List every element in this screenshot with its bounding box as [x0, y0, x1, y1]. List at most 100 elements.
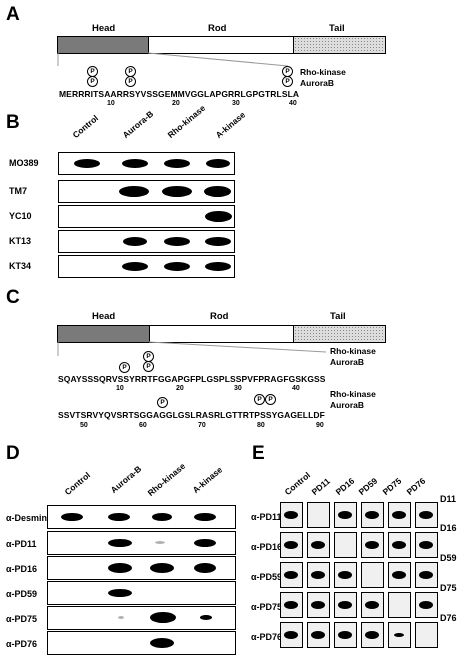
- panel-b-row-label: TM7: [9, 186, 27, 196]
- blot-band: [284, 511, 298, 519]
- blot-strip: [47, 556, 236, 580]
- residue-number: 30: [232, 100, 240, 107]
- panel-b-letter: B: [6, 112, 20, 133]
- panel-a-kinase-label: Rho-kinase: [300, 67, 346, 77]
- panel-d-column-label: Aurora-B: [108, 463, 144, 495]
- blot-strip: [58, 205, 235, 228]
- blot-band: [123, 237, 147, 246]
- phospho-marker: P: [282, 76, 293, 87]
- panel-e-column-label: PD75: [380, 475, 404, 497]
- panel-a-tail-domain: [293, 36, 386, 54]
- panel-e-row-label: α-PD59: [251, 572, 283, 582]
- panel-b-row-label: MO389: [9, 158, 39, 168]
- blot-band: [108, 539, 132, 547]
- blot-cell: [334, 592, 357, 618]
- blot-band: [118, 616, 124, 619]
- blot-band: [205, 237, 231, 246]
- blot-band: [284, 601, 298, 609]
- blot-strip: [47, 631, 236, 655]
- blot-cell: [334, 532, 357, 558]
- blot-band: [311, 601, 325, 609]
- panel-c-letter: C: [6, 287, 20, 308]
- blot-band: [338, 511, 352, 519]
- panel-e-column-label: PD11: [309, 475, 332, 497]
- blot-cell: [388, 532, 411, 558]
- blot-strip: [47, 531, 236, 555]
- phospho-marker: P: [157, 397, 168, 408]
- panel-d-row-label: α-PD16: [6, 564, 38, 574]
- panel-d-column-label: A-kinase: [190, 464, 225, 495]
- blot-band: [108, 513, 130, 521]
- panel-e-column-label: Control: [282, 469, 313, 497]
- blot-cell: [388, 622, 411, 648]
- panel-c-tail-domain: [293, 325, 386, 343]
- blot-band: [338, 601, 352, 609]
- blot-cell: [388, 562, 411, 588]
- blot-band: [194, 539, 216, 547]
- panel-a-kinase-label: AuroraB: [300, 78, 335, 88]
- blot-band: [150, 612, 176, 623]
- phospho-marker: P: [265, 394, 276, 405]
- blot-band: [365, 601, 379, 609]
- blot-band: [119, 186, 149, 197]
- panel-b-column-label: A-kinase: [213, 109, 248, 140]
- blot-band: [108, 563, 132, 573]
- panel-e-column-label: PD59: [356, 475, 380, 497]
- blot-band: [164, 262, 190, 271]
- blot-band: [162, 186, 192, 197]
- blot-band: [122, 159, 148, 168]
- panel-e-right-label: D11: [440, 494, 457, 504]
- blot-band: [365, 631, 379, 639]
- panel-c-sequence-1: SQAYSSSQRVSSYRRTFGGAPGFPLGSPLSSPVFPRAGFG…: [58, 374, 326, 384]
- residue-number: 10: [107, 100, 115, 107]
- panel-e-row-label: α-PD16: [251, 542, 283, 552]
- blot-cell: [361, 532, 384, 558]
- panel-a-zoom-lines: [57, 52, 289, 67]
- phospho-marker: P: [87, 76, 98, 87]
- panel-c-kinase-label: AuroraB: [330, 357, 365, 367]
- panel-a-letter: A: [6, 4, 20, 25]
- panel-d-column-label: Rho-kinase: [145, 460, 188, 498]
- panel-e-right-label: D76: [440, 613, 457, 623]
- blot-band: [204, 186, 231, 197]
- blot-cell: [307, 592, 330, 618]
- blot-band: [419, 571, 433, 579]
- blot-band: [205, 211, 232, 222]
- blot-cell: [307, 502, 330, 528]
- blot-band: [284, 541, 298, 549]
- blot-band: [152, 513, 172, 521]
- panel-d-row-label: α-PD75: [6, 614, 38, 624]
- blot-cell: [415, 502, 438, 528]
- blot-strip: [58, 152, 235, 175]
- blot-band: [200, 615, 212, 620]
- panel-d-row-label: α-PD76: [6, 639, 38, 649]
- blot-cell: [307, 532, 330, 558]
- blot-cell: [280, 592, 303, 618]
- panel-b-row-label: KT34: [9, 261, 32, 271]
- blot-band: [365, 511, 379, 519]
- panel-e-letter: E: [252, 443, 265, 464]
- blot-band: [164, 159, 190, 168]
- blot-band: [365, 541, 379, 549]
- blot-strip: [47, 606, 236, 630]
- blot-band: [419, 601, 433, 609]
- blot-cell: [280, 622, 303, 648]
- residue-number: 40: [289, 100, 297, 107]
- panel-e-column-label: PD16: [333, 475, 357, 497]
- blot-cell: [388, 592, 411, 618]
- blot-band: [338, 571, 352, 579]
- panel-e-blot-grid: [280, 502, 438, 652]
- blot-band: [74, 159, 100, 168]
- blot-band: [194, 513, 216, 521]
- panel-b-row-label: YC10: [9, 211, 32, 221]
- blot-strip: [58, 180, 235, 203]
- phospho-marker: P: [125, 76, 136, 87]
- blot-cell: [334, 562, 357, 588]
- blot-strip: [47, 581, 236, 605]
- blot-band: [284, 631, 298, 639]
- panel-c-kinase-label: Rho-kinase: [330, 346, 376, 356]
- blot-cell: [280, 532, 303, 558]
- panel-c-rod-label: Rod: [210, 311, 229, 322]
- blot-band: [392, 511, 406, 519]
- blot-cell: [334, 502, 357, 528]
